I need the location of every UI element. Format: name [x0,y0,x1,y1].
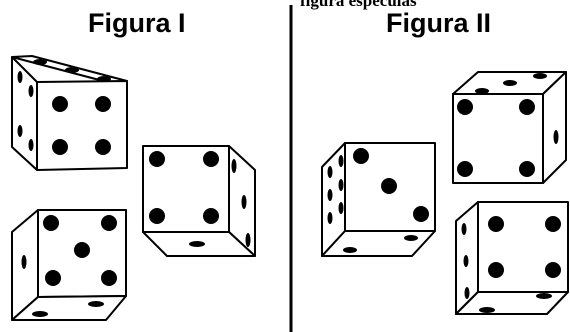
die-5 [453,72,566,183]
die-2 [12,210,126,320]
die-6 [456,202,568,314]
die-1-left-face [12,57,37,170]
die-1-front-face [37,81,127,170]
die-4 [322,143,435,256]
die-1 [12,56,127,170]
die-6-front-face [478,202,568,292]
die-3 [143,146,255,256]
